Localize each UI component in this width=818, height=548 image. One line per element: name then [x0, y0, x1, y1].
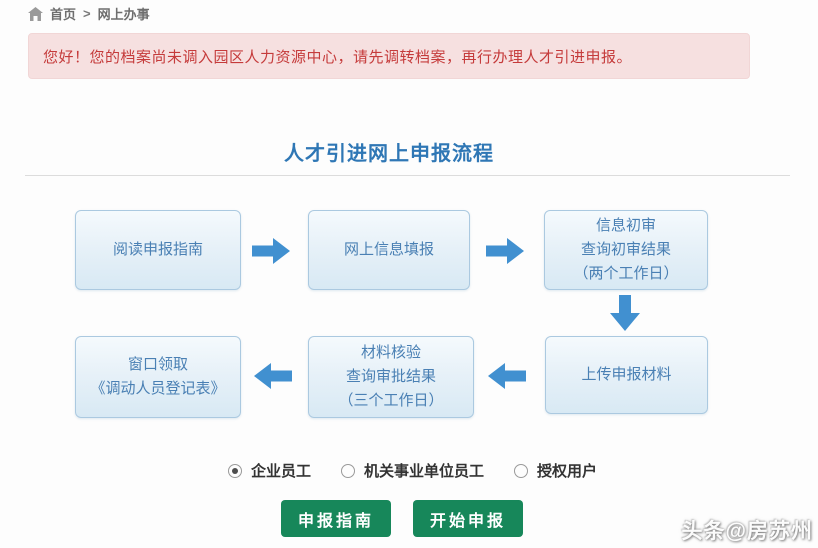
arrow-down-icon — [610, 295, 640, 331]
arrow-left-icon — [254, 363, 292, 389]
radio-icon[interactable] — [514, 463, 529, 478]
watermark-text: 头条@房苏州 — [681, 520, 813, 543]
guide-button[interactable]: 申报指南 — [281, 500, 391, 537]
user-type-radio-group: 企业员工 机关事业单位员工 授权用户 — [228, 460, 597, 481]
flow-step-material-verify: 材料核验 查询审批结果 （三个工作日） — [308, 336, 474, 418]
home-icon[interactable] — [28, 6, 43, 21]
flow-step-initial-review: 信息初审 查询初审结果 （两个工作日） — [544, 210, 708, 290]
page-title: 人才引进网上申报流程 — [284, 143, 494, 165]
radio-icon[interactable] — [228, 463, 242, 478]
radio-label[interactable]: 授权用户 — [537, 463, 598, 480]
breadcrumb-separator: > — [83, 6, 91, 21]
alert-message: 您好！您的档案尚未调入园区人力资源中心，请先调转档案，再行办理人才引进申报。 — [43, 48, 633, 66]
arrow-left-icon — [488, 363, 526, 389]
radio-option-public-institution[interactable]: 机关事业单位员工 — [341, 460, 484, 481]
radio-icon[interactable] — [341, 463, 356, 478]
start-declare-button[interactable]: 开始申报 — [413, 500, 523, 537]
radio-label[interactable]: 企业员工 — [251, 463, 312, 480]
flow-step-window-pickup: 窗口领取 《调动人员登记表》 — [75, 336, 241, 418]
breadcrumb-home-link[interactable]: 首页 — [50, 7, 77, 22]
alert-banner: 您好！您的档案尚未调入园区人力资源中心，请先调转档案，再行办理人才引进申报。 — [28, 33, 750, 79]
radio-label[interactable]: 机关事业单位员工 — [364, 463, 485, 480]
arrow-right-icon — [252, 238, 290, 264]
breadcrumb: 首页 > 网上办事 — [28, 4, 150, 23]
breadcrumb-section-link[interactable]: 网上办事 — [97, 7, 150, 22]
title-divider — [25, 175, 790, 176]
flow-step-online-fill: 网上信息填报 — [308, 210, 470, 290]
radio-option-authorized-user[interactable]: 授权用户 — [514, 460, 597, 481]
arrow-right-icon — [486, 238, 524, 264]
radio-option-enterprise[interactable]: 企业员工 — [228, 460, 311, 481]
flow-step-upload-materials: 上传申报材料 — [545, 336, 708, 414]
flow-step-read-guide: 阅读申报指南 — [75, 210, 241, 290]
